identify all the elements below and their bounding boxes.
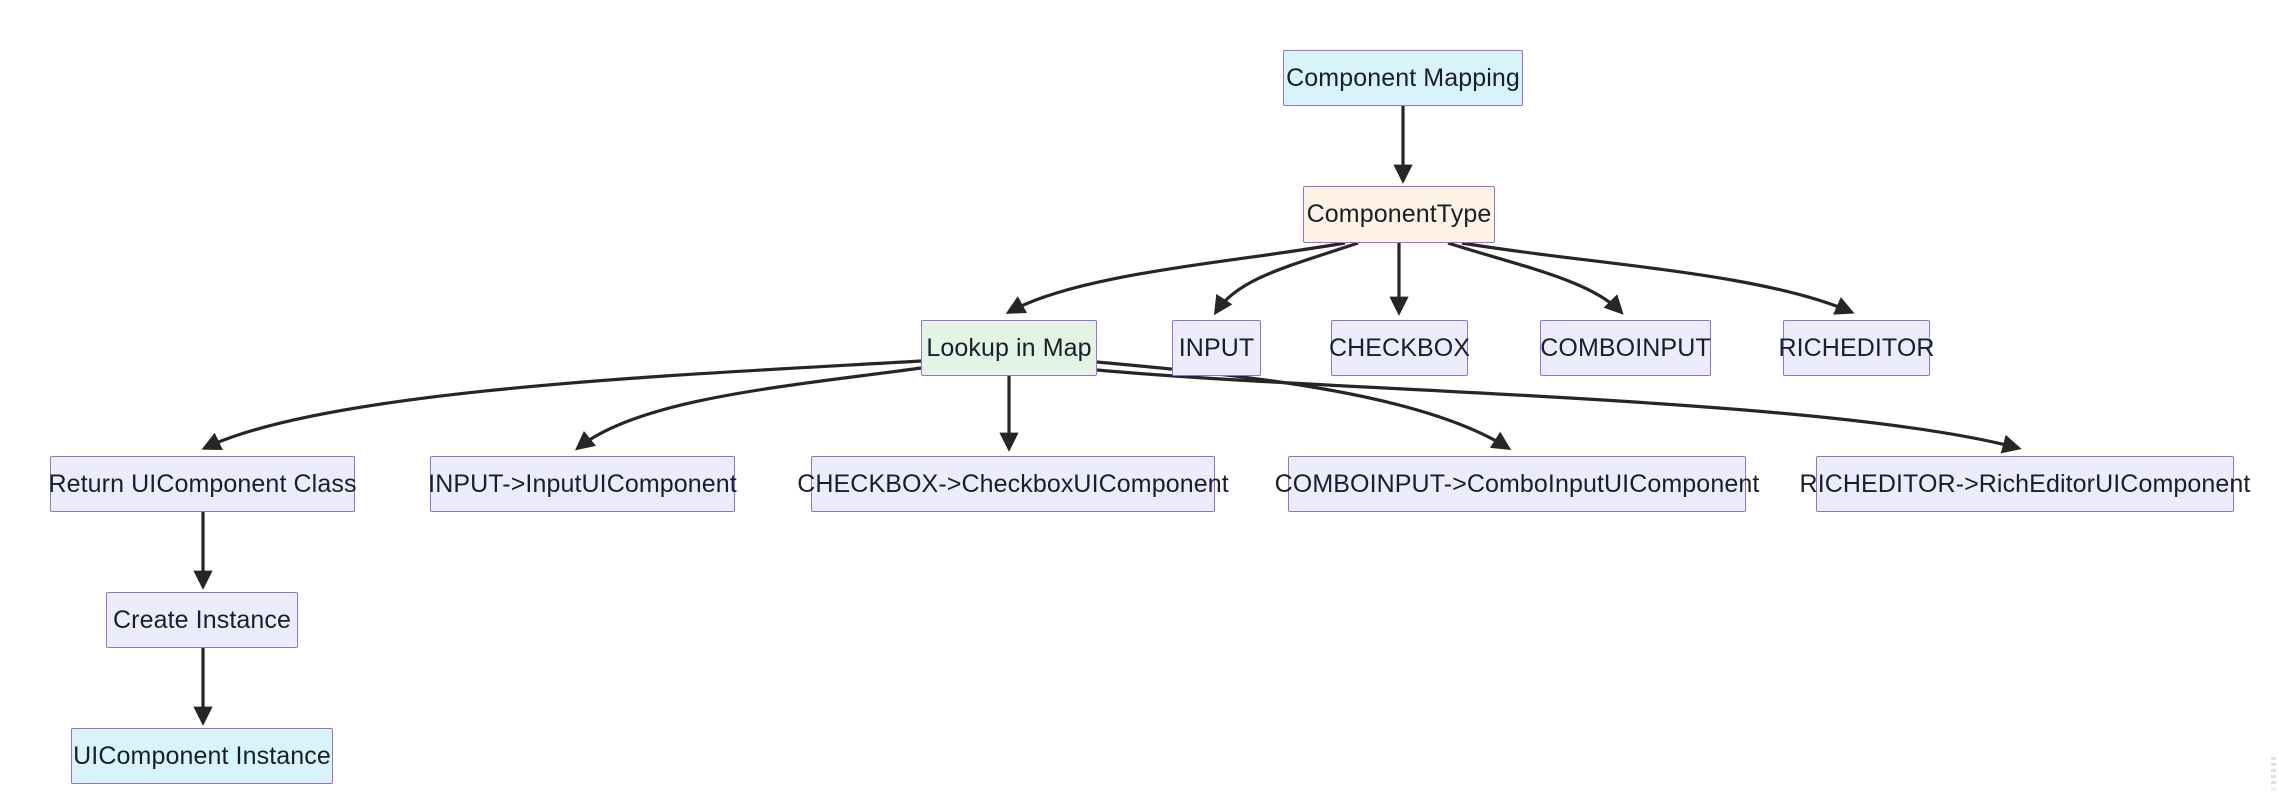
node-input[interactable]: INPUT bbox=[1172, 320, 1261, 376]
edge-component-type-to-comboinput bbox=[1447, 241, 1624, 315]
node-comboinput[interactable]: COMBOINPUT bbox=[1540, 320, 1711, 376]
edge-lookup-to-map-input bbox=[575, 366, 922, 451]
node-uicomponent-instance[interactable]: UIComponent Instance bbox=[71, 728, 333, 784]
node-label: Create Instance bbox=[113, 605, 291, 634]
node-checkbox[interactable]: CHECKBOX bbox=[1328, 320, 1471, 376]
node-map-checkbox[interactable]: CHECKBOX->CheckboxUIComponent bbox=[797, 456, 1229, 512]
node-map-richeditor[interactable]: RICHEDITOR->RichEditorUIComponent bbox=[1800, 456, 2250, 512]
node-label: INPUT->InputUIComponent bbox=[428, 469, 737, 498]
node-label: CHECKBOX->CheckboxUIComponent bbox=[797, 469, 1229, 498]
edge-lookup-to-return-class bbox=[201, 359, 922, 451]
node-label: CHECKBOX bbox=[1328, 333, 1471, 362]
node-label: COMBOINPUT->ComboInputUIComponent bbox=[1274, 469, 1760, 498]
node-label: RICHEDITOR bbox=[1778, 333, 1935, 362]
node-label: RICHEDITOR->RichEditorUIComponent bbox=[1799, 469, 2251, 498]
node-return-uicomponent-class[interactable]: Return UIComponent Class bbox=[48, 456, 357, 512]
node-label: UIComponent Instance bbox=[73, 741, 331, 770]
node-label: Lookup in Map bbox=[926, 333, 1092, 362]
edge-component-type-to-lookup-in-map bbox=[1005, 241, 1346, 314]
scrollbar-artifact[interactable] bbox=[2271, 757, 2276, 791]
node-label: Return UIComponent Class bbox=[48, 469, 357, 498]
node-component-type[interactable]: ComponentType bbox=[1303, 186, 1495, 243]
node-map-comboinput[interactable]: COMBOINPUT->ComboInputUIComponent bbox=[1275, 456, 1759, 512]
node-richeditor[interactable]: RICHEDITOR bbox=[1778, 320, 1934, 376]
node-label: COMBOINPUT bbox=[1540, 333, 1711, 362]
node-map-input[interactable]: INPUT->InputUIComponent bbox=[428, 456, 737, 512]
node-lookup-in-map[interactable]: Lookup in Map bbox=[921, 320, 1097, 376]
node-label: ComponentType bbox=[1306, 200, 1492, 228]
edge-component-type-to-richeditor bbox=[1461, 241, 1855, 315]
node-label: INPUT bbox=[1178, 333, 1255, 362]
edge-component-type-to-input bbox=[1213, 241, 1359, 316]
edge-lookup-to-map-richeditor bbox=[1096, 368, 2022, 454]
node-component-mapping[interactable]: Component Mapping bbox=[1283, 50, 1523, 106]
node-label: Component Mapping bbox=[1286, 63, 1520, 92]
node-create-instance[interactable]: Create Instance bbox=[106, 592, 298, 648]
